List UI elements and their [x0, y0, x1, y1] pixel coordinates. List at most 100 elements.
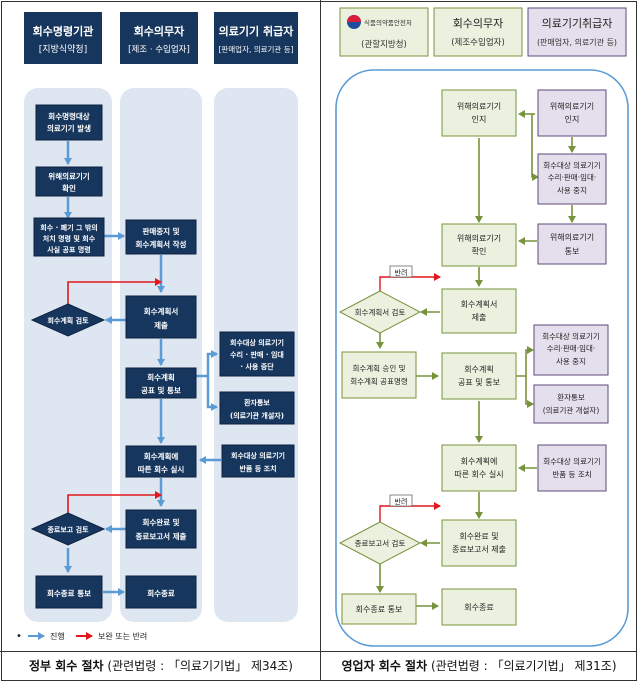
- government-recall-procedure-diagram: 회수명령기관 [지방식약청] 회수의무자 [제조 · 수입업자] 의료기기 취급…: [16, 12, 298, 642]
- svg-text:반려: 반려: [395, 268, 408, 277]
- header-title: 의료기기 취급자: [219, 24, 295, 38]
- box-line: 회수계획서 작성: [136, 239, 187, 249]
- box-line: 통보: [565, 247, 580, 256]
- box-patient-notice: 환자통보 (의료기관 개설자): [219, 391, 295, 425]
- box-line: 회수완료 및: [142, 517, 179, 527]
- box-handler-suspend-2: 회수대상 의료기기 수리·판매·임대· 사용 중지: [533, 324, 609, 376]
- legend-progress-label: 진행: [50, 631, 65, 641]
- box-line: 확인: [62, 183, 76, 193]
- caption-left: 정부 회수 절차 (관련법령 : 「의료기기법」 제34조): [2, 654, 320, 678]
- box-line: 인지: [565, 114, 580, 124]
- box-line: 공표 및 통보: [141, 385, 181, 395]
- box-line: 회수완료 및: [459, 531, 498, 541]
- diamond-report-review: 종료보고서 검토: [338, 521, 422, 565]
- box-line: 사용 중지: [557, 186, 587, 195]
- header-device-handler: 의료기기취급자 (판매업자, 의료기관 등): [527, 7, 627, 57]
- svg-text:종료보고서 검토: 종료보고서 검토: [355, 538, 406, 548]
- box-line: · 사용 중단: [240, 362, 274, 371]
- box-announce-notify: 회수계획 공표 및 통보: [441, 352, 517, 400]
- box-submit-plan: 회수계획서 제출: [441, 288, 517, 334]
- box-line: 회수 · 폐기 그 밖의: [40, 223, 98, 232]
- box-end-notice: 회수종료 통보: [35, 575, 103, 609]
- box-completion-report: 회수완료 및 종료보고서 제출: [441, 519, 517, 567]
- box-line: 회수명령대상: [48, 111, 89, 121]
- box-line: 따른 회수 실시: [454, 469, 503, 479]
- caption-left-title: 정부 회수 절차: [29, 659, 104, 673]
- box-line: 회수계획: [464, 364, 493, 374]
- box-harmful-device-confirm: 위해의료기기 확인: [441, 223, 517, 267]
- svg-text:반려: 반려: [395, 497, 408, 506]
- box-return-action: 회수대상 의료기기 반품 등 조치: [221, 444, 295, 478]
- diamond-plan-review: 회수계획 검토: [30, 303, 106, 337]
- box-recall-target-occurred: 회수명령대상 의료기기 발생: [35, 104, 103, 141]
- svg-text:종료보고 검토: 종료보고 검토: [47, 525, 89, 534]
- box-submit-plan: 회수계획서 제출: [125, 295, 197, 339]
- box-execute-recall: 회수계획에 따른 회수 실시: [441, 444, 517, 492]
- progress-arrows: [376, 110, 576, 610]
- box-line: 사실 공표 명령: [47, 245, 91, 254]
- box-stop-sales-plan: 판매중지 및 회수계획서 작성: [125, 219, 197, 255]
- box-line: 회수종료: [464, 603, 493, 612]
- box-line: 제출: [472, 312, 487, 322]
- caption-right: 영업자 회수 절차 (관련법령 : 「의료기기법」 제31조): [322, 654, 636, 678]
- box-line: (의료기관 개설자): [543, 405, 600, 415]
- box-line: 회수대상 의료기기: [230, 338, 284, 347]
- box-harmful-device-notice: 위해의료기기 통보: [537, 223, 607, 265]
- header-sub: (판매업자, 의료기관 등): [537, 37, 617, 47]
- box-line: 환자통보: [557, 392, 585, 402]
- box-line: 회수대상 의료기기: [231, 451, 285, 460]
- box-recall-order: 회수 · 폐기 그 밖의 처치 명령 및 회수 사실 공표 명령: [33, 217, 105, 257]
- box-line: 수리·판매·임대·: [548, 173, 597, 182]
- box-obligor-aware: 위해의료기기 인지: [441, 89, 517, 137]
- diamond-plan-review: 회수계획서 검토: [338, 290, 422, 334]
- svg-text:회수계획 검토: 회수계획 검토: [47, 316, 89, 325]
- header-sub: [제조 · 수입업자]: [128, 45, 190, 55]
- box-execute-recall: 회수계획에 따른 회수 실시: [125, 445, 197, 478]
- box-line: 회수계획에: [461, 456, 498, 466]
- box-line: 회수종료: [147, 588, 175, 598]
- box-line: 위해의료기기: [457, 101, 501, 111]
- box-patient-notice: 환자통보 (의료기관 개설자): [533, 384, 609, 424]
- box-line: 판매중지 및: [142, 226, 179, 236]
- box-line: 위해의료기기: [48, 171, 89, 181]
- box-end-notice: 회수종료 통보: [341, 593, 417, 625]
- legend: • 진행 보완 또는 반려: [16, 631, 147, 642]
- box-line: 확인: [472, 246, 487, 256]
- legend-bullet: •: [16, 631, 22, 642]
- header-recall-obligor: 회수의무자 (제조수입업자): [433, 7, 523, 57]
- header-recall-obligor: 회수의무자 [제조 · 수입업자]: [120, 12, 198, 64]
- box-line: 환자통보: [244, 398, 270, 407]
- box-line: 제출: [154, 320, 168, 330]
- header-sub: (제조수입업자): [451, 38, 505, 48]
- return-arrows: [67, 278, 162, 515]
- header-device-handler: 의료기기 취급자 [판매업자, 의료기관 등]: [214, 12, 298, 64]
- header-sub: [판매업자, 의료기관 등]: [218, 44, 293, 54]
- panel-divider: [320, 0, 321, 680]
- caption-right-ref: (관련법령 : 「의료기기법」 제31조): [427, 659, 617, 673]
- box-line: 회수대상 의료기기: [543, 456, 601, 466]
- box-suspend-use: 회수대상 의료기기 수리 · 판매 · 임대 · 사용 중단: [219, 331, 295, 377]
- business-recall-procedure-diagram: 식품의약품안전처 (관할지방청) 회수의무자 (제조수입업자) 의료기기취급자 …: [335, 7, 629, 647]
- procedure-container: [335, 69, 629, 647]
- caption-left-ref: (관련법령 : 「의료기기법」 제34조): [103, 659, 293, 673]
- diamond-report-review: 종료보고 검토: [30, 512, 106, 546]
- box-line: 수리·판매·임대·: [547, 344, 596, 353]
- box-line: 처치 명령 및 회수: [43, 234, 96, 243]
- box-line: 회수계획 공표명령: [350, 376, 408, 386]
- header-title: 회수의무자: [134, 24, 185, 38]
- logo-text: 식품의약품안전처: [364, 18, 412, 27]
- return-label-2: 반려: [389, 494, 413, 507]
- box-line: 회수계획: [147, 372, 175, 382]
- box-line: 회수계획서: [144, 306, 179, 316]
- box-line: 위해의료기기: [550, 232, 594, 242]
- box-line: 반품 등 조치: [552, 470, 591, 479]
- header-title: 의료기기취급자: [542, 17, 613, 30]
- header-title: 회수명령기관: [33, 24, 94, 38]
- box-line: (의료기관 개설자): [230, 411, 284, 420]
- box-line: 종료보고서 제출: [136, 531, 187, 541]
- header-sub: [지방식약청]: [39, 43, 87, 55]
- box-line: 종료보고서 제출: [452, 544, 506, 554]
- return-arrows: [379, 273, 441, 522]
- box-line: 수리 · 판매 · 임대: [230, 350, 284, 359]
